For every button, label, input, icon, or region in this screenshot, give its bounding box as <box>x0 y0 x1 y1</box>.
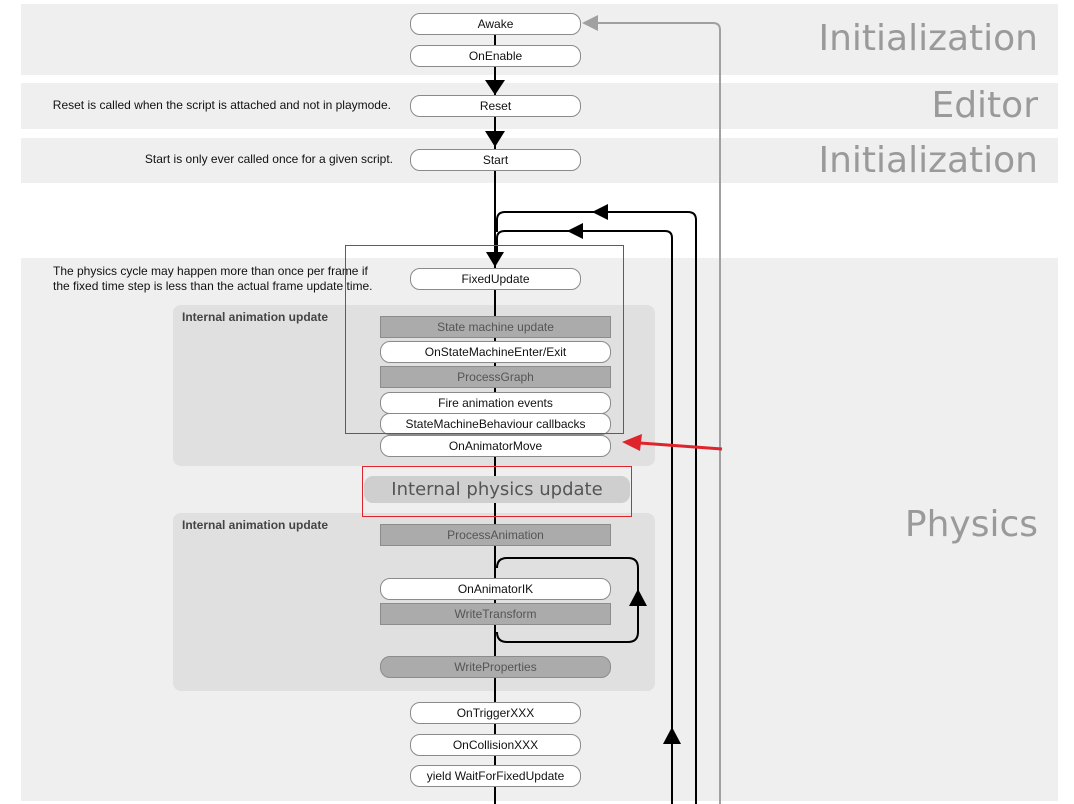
arrow-up-icon <box>629 589 647 606</box>
awake-node: Awake <box>410 13 581 35</box>
red-arrow-left-icon <box>622 434 642 451</box>
on-collision-node: OnCollisionXXX <box>410 734 581 756</box>
arrow-left-icon <box>567 223 583 239</box>
yield-wait-for-fixed-update-node: yield WaitForFixedUpdate <box>410 765 581 787</box>
fire-animation-events-node: Fire animation events <box>380 392 611 414</box>
group-title: Internal animation update <box>182 518 329 532</box>
start-note: Start is only ever called once for a giv… <box>144 152 393 166</box>
arrow-left-icon <box>582 15 598 31</box>
section-label-editor: Editor <box>931 85 1038 126</box>
physics-note-line-1: The physics cycle may happen more than o… <box>53 264 368 278</box>
internal-physics-update-step: Internal physics update <box>364 476 630 503</box>
on-state-machine-enter-exit-node: OnStateMachineEnter/Exit <box>380 341 611 363</box>
highlight-box-fixed-update <box>345 245 624 434</box>
on-trigger-node: OnTriggerXXX <box>410 702 581 724</box>
arrow-down-icon <box>485 131 505 147</box>
process-animation-step: ProcessAnimation <box>380 524 611 546</box>
write-transform-step: WriteTransform <box>380 603 611 625</box>
process-graph-step: ProcessGraph <box>380 366 611 388</box>
start-node: Start <box>410 149 581 171</box>
arrow-left-icon <box>592 204 608 220</box>
highlight-box-physics-update <box>362 466 632 517</box>
on-animator-move-node: OnAnimatorMove <box>380 435 611 457</box>
reset-node: Reset <box>410 95 581 117</box>
write-properties-step: WriteProperties <box>380 656 611 678</box>
on-enable-node: OnEnable <box>410 45 581 67</box>
on-animator-ik-node: OnAnimatorIK <box>380 578 611 600</box>
reset-note: Reset is called when the script is attac… <box>52 98 391 112</box>
fixed-update-node: FixedUpdate <box>410 268 581 290</box>
physics-note: The physics cycle may happen more than o… <box>53 264 373 294</box>
physics-note-line-2: the fixed time step is less than the act… <box>53 279 373 293</box>
arrow-up-icon <box>663 727 681 744</box>
section-label-physics: Physics <box>904 504 1038 545</box>
arrow-down-icon <box>485 80 505 95</box>
state-machine-behaviour-callbacks-node: StateMachineBehaviour callbacks <box>380 413 611 435</box>
arrow-down-icon <box>486 252 504 267</box>
state-machine-update-step: State machine update <box>380 316 611 338</box>
group-title: Internal animation update <box>182 310 329 324</box>
section-label-initialization: Initialization <box>818 18 1038 59</box>
section-label-initialization-start: Initialization <box>818 140 1038 181</box>
